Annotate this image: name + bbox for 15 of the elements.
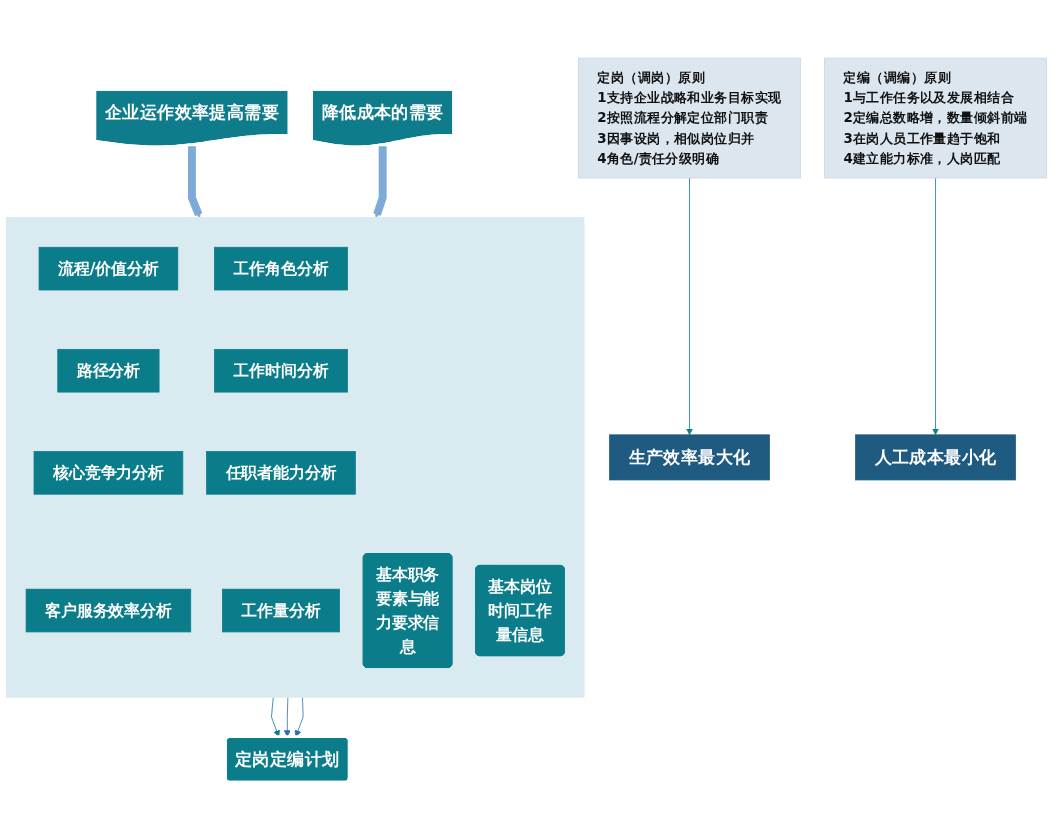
- cluster: [5, 217, 585, 698]
- node-box: 工作时间分析: [214, 348, 348, 393]
- node-box: 核心竞争力分析: [33, 451, 184, 495]
- arrow: [373, 146, 387, 218]
- arrow: [187, 146, 203, 218]
- node-box: 流程/价值分析: [38, 246, 179, 291]
- node-box: 人工成本最小化: [855, 434, 1016, 481]
- node-box: 工作角色分析: [214, 246, 348, 291]
- node-box: 定编（调编）原则 1与工作任务以及发展相结合 2定编总数略增，数量倾斜前端 3在岗人员工作量趋于饱和 4建立能力标准，人岗匹配: [824, 57, 1048, 179]
- node-box: 工作量分析: [222, 588, 340, 633]
- node-box: 任职者能力分析: [206, 451, 356, 495]
- node-box: 定岗（调岗）原则 1支持企业战略和业务目标实现 2按照流程分解定位部门职责 3因事设岗，相似岗位归并 4角色/责任分级明确: [578, 57, 802, 179]
- node-box: 路径分析: [57, 348, 160, 393]
- node-box: 客户服务效率分析: [25, 588, 192, 633]
- node-box: 生产效率最大化: [609, 434, 770, 481]
